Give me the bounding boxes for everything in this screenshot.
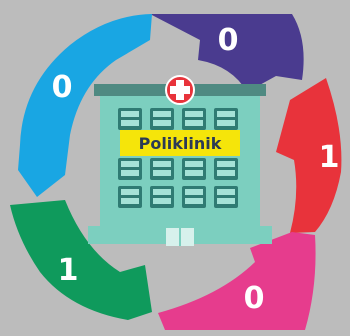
window-pane bbox=[185, 120, 203, 126]
window-pane bbox=[121, 111, 139, 117]
cycle-digit-bottom-right: 0 bbox=[244, 281, 265, 316]
window-pane bbox=[153, 170, 171, 176]
window-pane bbox=[153, 111, 171, 117]
medical-cross-icon bbox=[165, 75, 195, 105]
cycle-digit-top: 0 bbox=[218, 23, 239, 58]
window-pane bbox=[217, 161, 235, 167]
window-pane bbox=[217, 170, 235, 176]
window-pane bbox=[121, 170, 139, 176]
cycle-arrow-bottom-left bbox=[10, 200, 152, 320]
window-pane bbox=[153, 198, 171, 204]
window-pane bbox=[217, 111, 235, 117]
cycle-digit-left: 0 bbox=[52, 70, 73, 105]
cycle-digit-bottom-left: 1 bbox=[58, 253, 79, 288]
window-pane bbox=[121, 120, 139, 126]
cycle-arrow-top bbox=[150, 14, 304, 92]
hospital-building-icon: Poliklinik bbox=[88, 75, 272, 246]
window-pane bbox=[185, 189, 203, 195]
window-pane bbox=[121, 189, 139, 195]
hospital-label: Poliklinik bbox=[139, 134, 222, 153]
window-pane bbox=[185, 161, 203, 167]
cycle-arrows bbox=[10, 14, 342, 330]
hospital-label-background bbox=[120, 130, 240, 156]
window-pane bbox=[217, 120, 235, 126]
window-pane bbox=[185, 111, 203, 117]
window-pane bbox=[121, 161, 139, 167]
cycle-arrow-bottom-right bbox=[158, 232, 316, 330]
cycle-arrow-left bbox=[18, 14, 152, 197]
window-pane bbox=[185, 198, 203, 204]
building-windows bbox=[118, 108, 238, 208]
building-door bbox=[166, 228, 194, 246]
window-pane bbox=[217, 198, 235, 204]
window-pane bbox=[185, 170, 203, 176]
cycle-arrow-right bbox=[276, 78, 342, 233]
window-pane bbox=[153, 161, 171, 167]
cycle-digit-right: 1 bbox=[319, 140, 340, 175]
window-pane bbox=[217, 189, 235, 195]
window-pane bbox=[121, 198, 139, 204]
window-pane bbox=[153, 189, 171, 195]
window-pane bbox=[153, 120, 171, 126]
